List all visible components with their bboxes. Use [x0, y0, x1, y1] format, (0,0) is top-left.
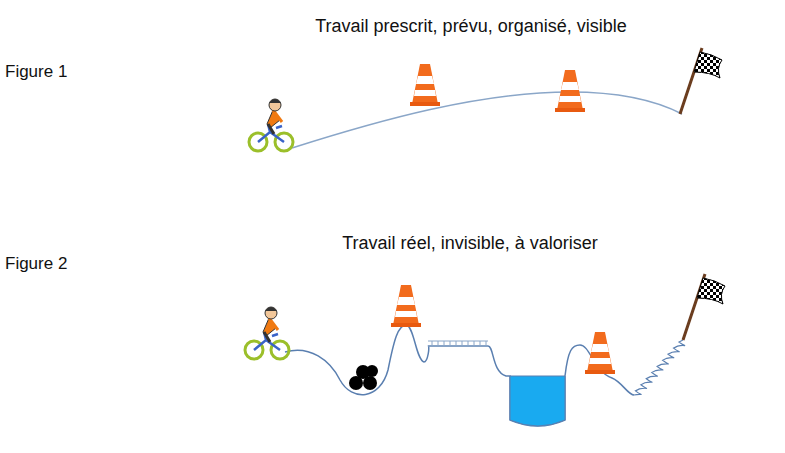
figure-heading: Travail réel, invisible, à valoriser — [342, 233, 597, 254]
finish-flag — [683, 274, 725, 340]
finish-flag — [680, 48, 722, 114]
traffic-cone — [555, 70, 585, 112]
rough-road — [285, 325, 634, 426]
figure-label: Figure 1 — [5, 62, 67, 82]
spring-coil — [634, 340, 685, 395]
figure-heading: Travail prescrit, prévu, organisé, visib… — [315, 16, 626, 37]
water-pit — [510, 376, 565, 426]
cyclist — [245, 307, 289, 359]
cyclist — [249, 99, 293, 151]
bridge — [428, 341, 488, 346]
traffic-cone — [410, 64, 440, 106]
smooth-road — [292, 92, 682, 148]
rocks — [349, 365, 378, 390]
traffic-cone — [585, 332, 615, 374]
figure-label: Figure 2 — [5, 254, 67, 274]
traffic-cone — [391, 285, 421, 327]
